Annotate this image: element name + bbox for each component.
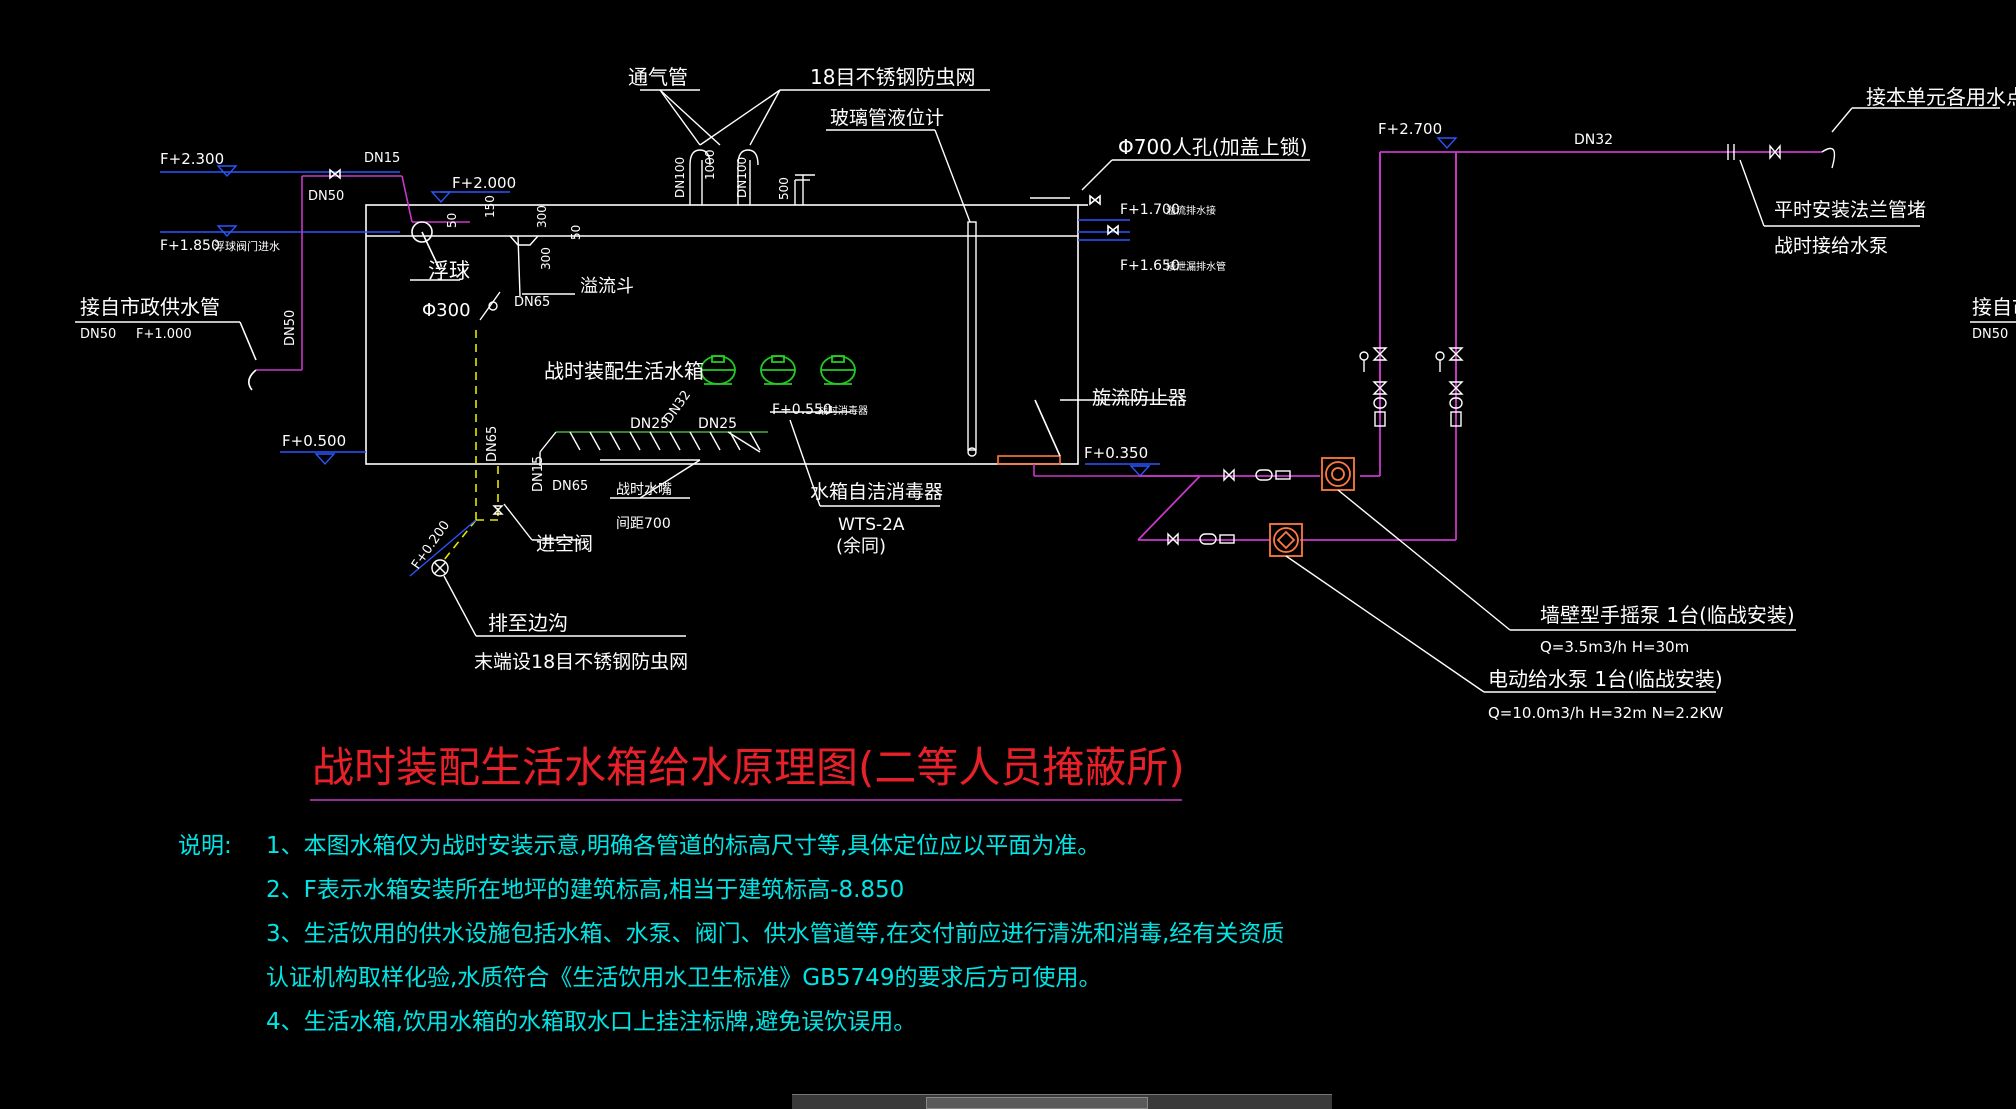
disinfector-leader — [770, 411, 940, 507]
right-side-pipes — [997, 194, 1200, 477]
vortex-label: 旋流防止器 — [1092, 387, 1187, 409]
dn15-label-a: DN15 — [364, 151, 400, 166]
float-ball-label: 浮球 — [428, 259, 470, 283]
dn32-label: DN32 — [661, 388, 694, 426]
note-item-3-cont: 认证机构取样化验,水质符合《生活饮用水卫生标准》GB5749的要求后方可使用。 — [266, 965, 1102, 991]
water-tank — [365, 204, 1088, 465]
connect-pump-label: 战时接给水泵 — [1774, 235, 1888, 257]
f1650-note: 接泄漏排水管 — [1166, 260, 1226, 273]
inlet-pipes — [75, 168, 470, 391]
dn65-label-a: DN65 — [514, 295, 550, 310]
tap-spacing: 间距700 — [616, 516, 671, 532]
overflow-funnel — [479, 235, 575, 321]
dim-50: 50 — [445, 213, 459, 228]
dn25-label-b: DN25 — [698, 416, 737, 432]
vent-pipes — [640, 89, 990, 205]
dn65-label-c: DN65 — [552, 479, 588, 494]
dim-50b: 50 — [569, 225, 583, 240]
phi300-label: Φ300 — [422, 300, 471, 321]
manhole — [1030, 159, 1310, 199]
dn15-label-b: DN15 — [531, 456, 546, 492]
drawing-title: 战时装配生活水箱给水原理图(二等人员掩蔽所) — [312, 743, 1185, 792]
f2700-label: F+2.700 — [1378, 120, 1442, 138]
electric-pump-spec: Q=10.0m3/h H=32m N=2.2KW — [1488, 704, 1724, 722]
f1700-note: 溢流排水接 — [1166, 204, 1216, 217]
electric-pump — [1269, 523, 1716, 693]
f0550-label: F+0.550 — [772, 402, 832, 418]
dim-150: 150 — [483, 195, 497, 218]
disinfector-units — [700, 355, 856, 385]
dn25-label-a: DN25 — [630, 416, 669, 432]
level-gauge — [826, 129, 977, 457]
disinfector-model: WTS-2A — [838, 515, 905, 535]
valve-stack-right — [1435, 347, 1464, 427]
drain-label: 排至边沟 — [488, 611, 568, 635]
dn65-label-b: DN65 — [485, 426, 500, 462]
note-item-3: 3、生活饮用的供水设施包括水箱、水泵、阀门、供水管道等,在交付前应进行清洗和消毒… — [266, 921, 1285, 947]
level-markers — [216, 137, 1458, 478]
notes-heading: 说明: — [178, 833, 232, 859]
mesh-label: 18目不锈钢防虫网 — [810, 65, 975, 89]
dn100-a: DN100 — [673, 157, 687, 198]
dim-300: 300 — [535, 205, 549, 228]
pump-network — [1137, 151, 1822, 541]
level-gauge-label: 玻璃管液位计 — [830, 107, 944, 129]
dn100-b: DN100 — [735, 157, 749, 198]
municipal-dn-label: DN50 — [80, 327, 116, 342]
tap-note: 战时水嘴 — [616, 482, 672, 498]
dn50-label-a: DN50 — [308, 189, 344, 204]
vent-pipe-label: 通气管 — [628, 65, 688, 89]
disinfector-same: (余同) — [836, 536, 886, 557]
vacuum-valve-label: 进空阀 — [536, 533, 593, 555]
municipal-f-label: F+1.000 — [136, 327, 192, 342]
dn32-top-label: DN32 — [1574, 132, 1613, 148]
manhole-label: Φ700人孔(加盖上锁) — [1118, 135, 1308, 159]
note-item-1: 1、本图水箱仅为战时安装示意,明确各管道的标高尺寸等,具体定位应以平面为准。 — [266, 833, 1101, 859]
f0500-label: F+0.500 — [282, 432, 346, 450]
hand-pump-label: 墙壁型手摇泵 1台(临战安装) — [1540, 603, 1795, 627]
overflow-label: 溢流斗 — [580, 276, 634, 297]
f2300-label: F+2.300 — [160, 150, 224, 168]
f2000-label: F+2.000 — [452, 174, 516, 192]
f1650-label: F+1.650 — [1120, 258, 1180, 274]
tank-name-label: 战时装配生活水箱 — [544, 359, 704, 383]
scrollbar-thumb[interactable] — [926, 1097, 1148, 1109]
f1850-label: F+1.850 — [160, 238, 220, 254]
hand-pump-spec: Q=3.5m3/h H=30m — [1540, 638, 1689, 656]
drain-details — [409, 503, 686, 637]
valve-stack-left — [1359, 347, 1388, 427]
pump-network-valves — [1167, 107, 2000, 546]
dim-500: 500 — [777, 177, 791, 200]
to-unit-label: 接本单元各用水点 — [1866, 85, 2016, 109]
disinfector-label: 水箱自洁消毒器 — [810, 481, 943, 503]
f1700-label: F+1.700 — [1120, 202, 1180, 218]
horizontal-scrollbar[interactable] — [792, 1094, 1332, 1109]
hand-pump — [1321, 457, 1796, 631]
tap-row — [539, 431, 768, 499]
municipal-right-dn: DN50 — [1972, 327, 2008, 342]
municipal-supply-label: 接自市政供水管 — [80, 295, 220, 319]
note-item-2: 2、F表示水箱安装所在地坪的建筑标高,相当于建筑标高-8.850 — [266, 877, 905, 903]
electric-pump-label: 电动给水泵 1台(临战安装) — [1488, 667, 1723, 691]
municipal-right-label: 接自市 — [1972, 295, 2016, 319]
dim-1000: 1000 — [703, 149, 717, 180]
f0350-label: F+0.350 — [1084, 444, 1148, 462]
note-item-4: 4、生活水箱,饮用水箱的水箱取水口上挂注标牌,避免误饮误用。 — [266, 1009, 917, 1035]
f0550-note: 战时消毒器 — [818, 404, 868, 417]
flange-plug-label: 平时安装法兰管堵 — [1774, 199, 1926, 221]
dn50-label-b: DN50 — [283, 310, 298, 346]
inlet-valve-note: 浮球阀门进水 — [214, 239, 280, 253]
dim-300b: 300 — [539, 247, 553, 270]
drain-pipe — [443, 330, 499, 561]
labels: 通气管 18目不锈钢防虫网 玻璃管液位计 Φ700人孔(加盖上锁) F+2.30… — [80, 65, 2016, 792]
drain-mesh-label: 末端设18目不锈钢防虫网 — [474, 651, 688, 673]
